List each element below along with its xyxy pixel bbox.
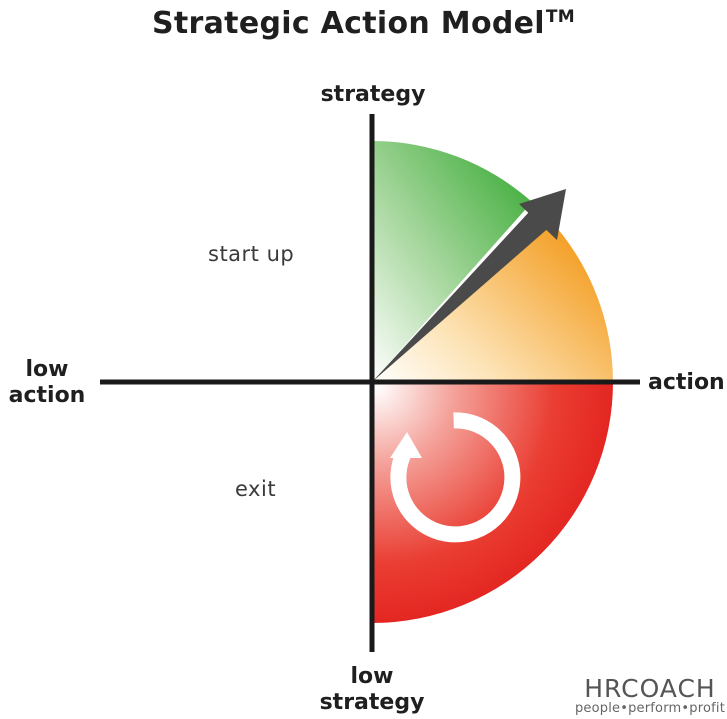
axis-label-strategy: strategy bbox=[320, 82, 426, 107]
orange-sector bbox=[372, 221, 613, 382]
trademark-mark: TM bbox=[545, 7, 575, 27]
brand-tagline: people•perform•profit bbox=[574, 701, 725, 716]
diagram-title: Strategic Action ModelTM bbox=[0, 6, 727, 41]
axis-label-low-action: low action bbox=[2, 357, 92, 409]
axis-label-low-action-line2: action bbox=[8, 383, 86, 408]
axis-label-low-strategy-line1: low bbox=[350, 664, 394, 689]
brand-name: HRCOACH bbox=[584, 674, 716, 703]
title-text: Strategic Action Model bbox=[152, 6, 545, 41]
axis-label-low-strategy-line2: strategy bbox=[319, 690, 425, 715]
circular-arrow-icon bbox=[390, 412, 521, 543]
axis-label-low-action-line1: low bbox=[25, 357, 69, 382]
axis-label-low-strategy: low strategy bbox=[310, 664, 434, 716]
green-sector bbox=[372, 141, 532, 382]
zone-label-exit: exit bbox=[235, 477, 277, 501]
red-sector bbox=[372, 382, 613, 623]
zone-label-start-up: start up bbox=[208, 242, 295, 266]
arrow-icon bbox=[372, 189, 566, 382]
axis-label-action: action bbox=[648, 370, 725, 395]
brand-logo: HRCOACH people•perform•profit bbox=[575, 676, 725, 716]
